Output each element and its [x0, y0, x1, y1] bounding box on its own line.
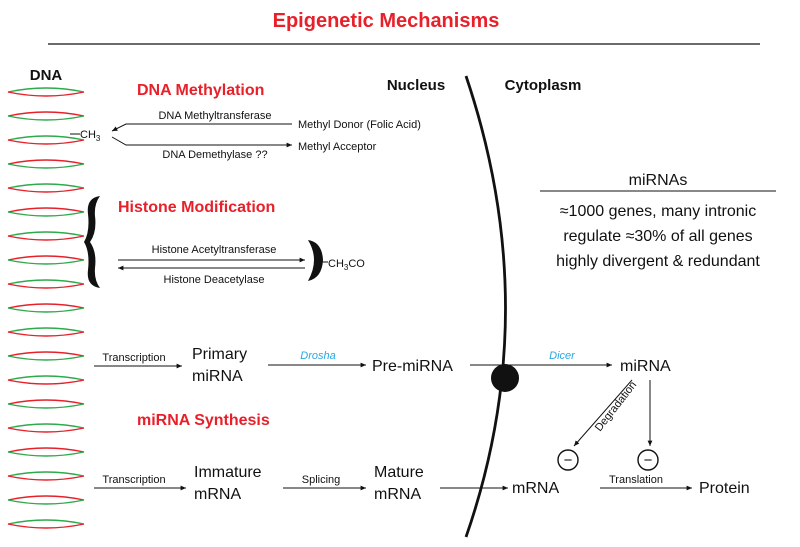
degradation-label: Degradation [593, 379, 639, 434]
mirna-info-line1: ≈1000 genes, many intronic [560, 203, 756, 220]
mirna-info-heading: miRNAs [629, 172, 688, 189]
histone-heading: Histone Modification [118, 199, 275, 216]
dna-strand-segment [7, 351, 85, 357]
dna-strand-segment [7, 427, 85, 433]
dna-strand-segment [7, 375, 85, 381]
splicing-label: Splicing [302, 474, 341, 486]
dicer-label: Dicer [549, 350, 576, 362]
methyl-acceptor-label: Methyl Acceptor [298, 141, 377, 153]
dna-strand-segment [7, 211, 85, 217]
dna-strand-segment [7, 399, 85, 405]
dna-strand-segment [7, 279, 85, 285]
methylation-heading: DNA Methylation [137, 82, 264, 99]
dna-double-helix [7, 87, 85, 529]
dna-strand-segment [7, 307, 85, 313]
dna-strand-segment [7, 135, 85, 141]
dna-strand-segment [7, 231, 85, 237]
mirna-info-line2: regulate ≈30% of all genes [563, 228, 752, 245]
dna-strand-segment [7, 163, 85, 169]
methyltransferase-arrow [111, 123, 292, 132]
mature-mrna-line2: mRNA [374, 486, 421, 503]
dna-label: DNA [30, 67, 63, 84]
dna-strand-segment [7, 303, 85, 309]
nucleus-label: Nucleus [387, 77, 445, 94]
ch3-main: CH [80, 129, 96, 141]
immature-mrna-line1: Immature [194, 464, 262, 481]
dna-strand-segment [7, 187, 85, 193]
dna-strand-segment [7, 423, 85, 429]
acetyl-co: CO [348, 258, 365, 270]
mirna-info-line3: highly divergent & redundant [556, 253, 760, 270]
dna-strand-segment [7, 499, 85, 505]
dna-strand-segment [7, 471, 85, 477]
dna-strand-segment [7, 447, 85, 453]
dna-strand-segment [7, 519, 85, 525]
immature-mrna-line2: mRNA [194, 486, 241, 503]
mature-mrna-line1: Mature [374, 464, 424, 481]
dna-strand-segment [7, 111, 85, 117]
histone-right-brace [308, 240, 323, 281]
transcription-label-1: Transcription [102, 352, 165, 364]
primary-mirna-line1: Primary [192, 346, 247, 363]
acetyl-group: CH3CO [328, 258, 365, 272]
dna-strand-segment [7, 451, 85, 457]
dna-strand-segment [7, 495, 85, 501]
dna-strand-segment [7, 87, 85, 93]
dna-strand-segment [7, 259, 85, 265]
methyl-donor-label: Methyl Donor (Folic Acid) [298, 119, 421, 131]
dna-strand-segment [7, 523, 85, 529]
dna-strand-segment [7, 283, 85, 289]
dna-strand-segment [7, 379, 85, 385]
demethylase-label: DNA Demethylase ?? [162, 149, 267, 161]
dna-strand-segment [7, 475, 85, 481]
mirna-label: miRNA [620, 358, 671, 375]
translation-inhibit-circle [637, 449, 659, 471]
dna-strand-segment [7, 159, 85, 165]
degradation-arrow [573, 379, 633, 447]
protein-label: Protein [699, 480, 750, 497]
dna-strand-segment [7, 139, 85, 145]
acetyltransferase-label: Histone Acetyltransferase [152, 244, 277, 256]
transcription-label-2: Transcription [102, 474, 165, 486]
acetyl-subscript: 3 [344, 263, 349, 272]
dna-strand-segment [7, 403, 85, 409]
drosha-label: Drosha [300, 350, 335, 362]
translation-label: Translation [609, 474, 663, 486]
dna-strand-segment [7, 235, 85, 241]
methyltransferase-label: DNA Methyltransferase [158, 110, 271, 122]
mrna-label: mRNA [512, 480, 559, 497]
dna-strand-segment [7, 327, 85, 333]
diagram-title: Epigenetic Mechanisms [273, 10, 500, 32]
pre-mirna-label: Pre-miRNA [372, 358, 453, 375]
cytoplasm-label: Cytoplasm [505, 77, 582, 94]
demethylase-arrow [111, 136, 292, 148]
primary-mirna-line2: miRNA [192, 368, 243, 385]
translation-inhibit-symbol: − [644, 452, 653, 469]
dna-strand-segment [7, 207, 85, 213]
mirna-synthesis-heading: miRNA Synthesis [137, 412, 270, 429]
degradation-inhibit-symbol: − [564, 452, 573, 469]
dna-strand-segment [7, 91, 85, 97]
dna-strand-segment [7, 355, 85, 361]
nuclear-membrane [464, 75, 507, 538]
dna-strand-segment [7, 115, 85, 121]
degradation-inhibit-circle [557, 449, 579, 471]
deacetylase-label: Histone Deacetylase [164, 274, 265, 286]
acetyl-ch: CH [328, 258, 344, 270]
dna-strand-segment [7, 183, 85, 189]
histone-left-brace [84, 196, 100, 288]
ch3-group: CH3 [80, 129, 101, 143]
nuclear-pore [491, 364, 519, 392]
dna-strand-segment [7, 331, 85, 337]
dna-strand-segment [7, 255, 85, 261]
ch3-subscript: 3 [96, 134, 101, 143]
